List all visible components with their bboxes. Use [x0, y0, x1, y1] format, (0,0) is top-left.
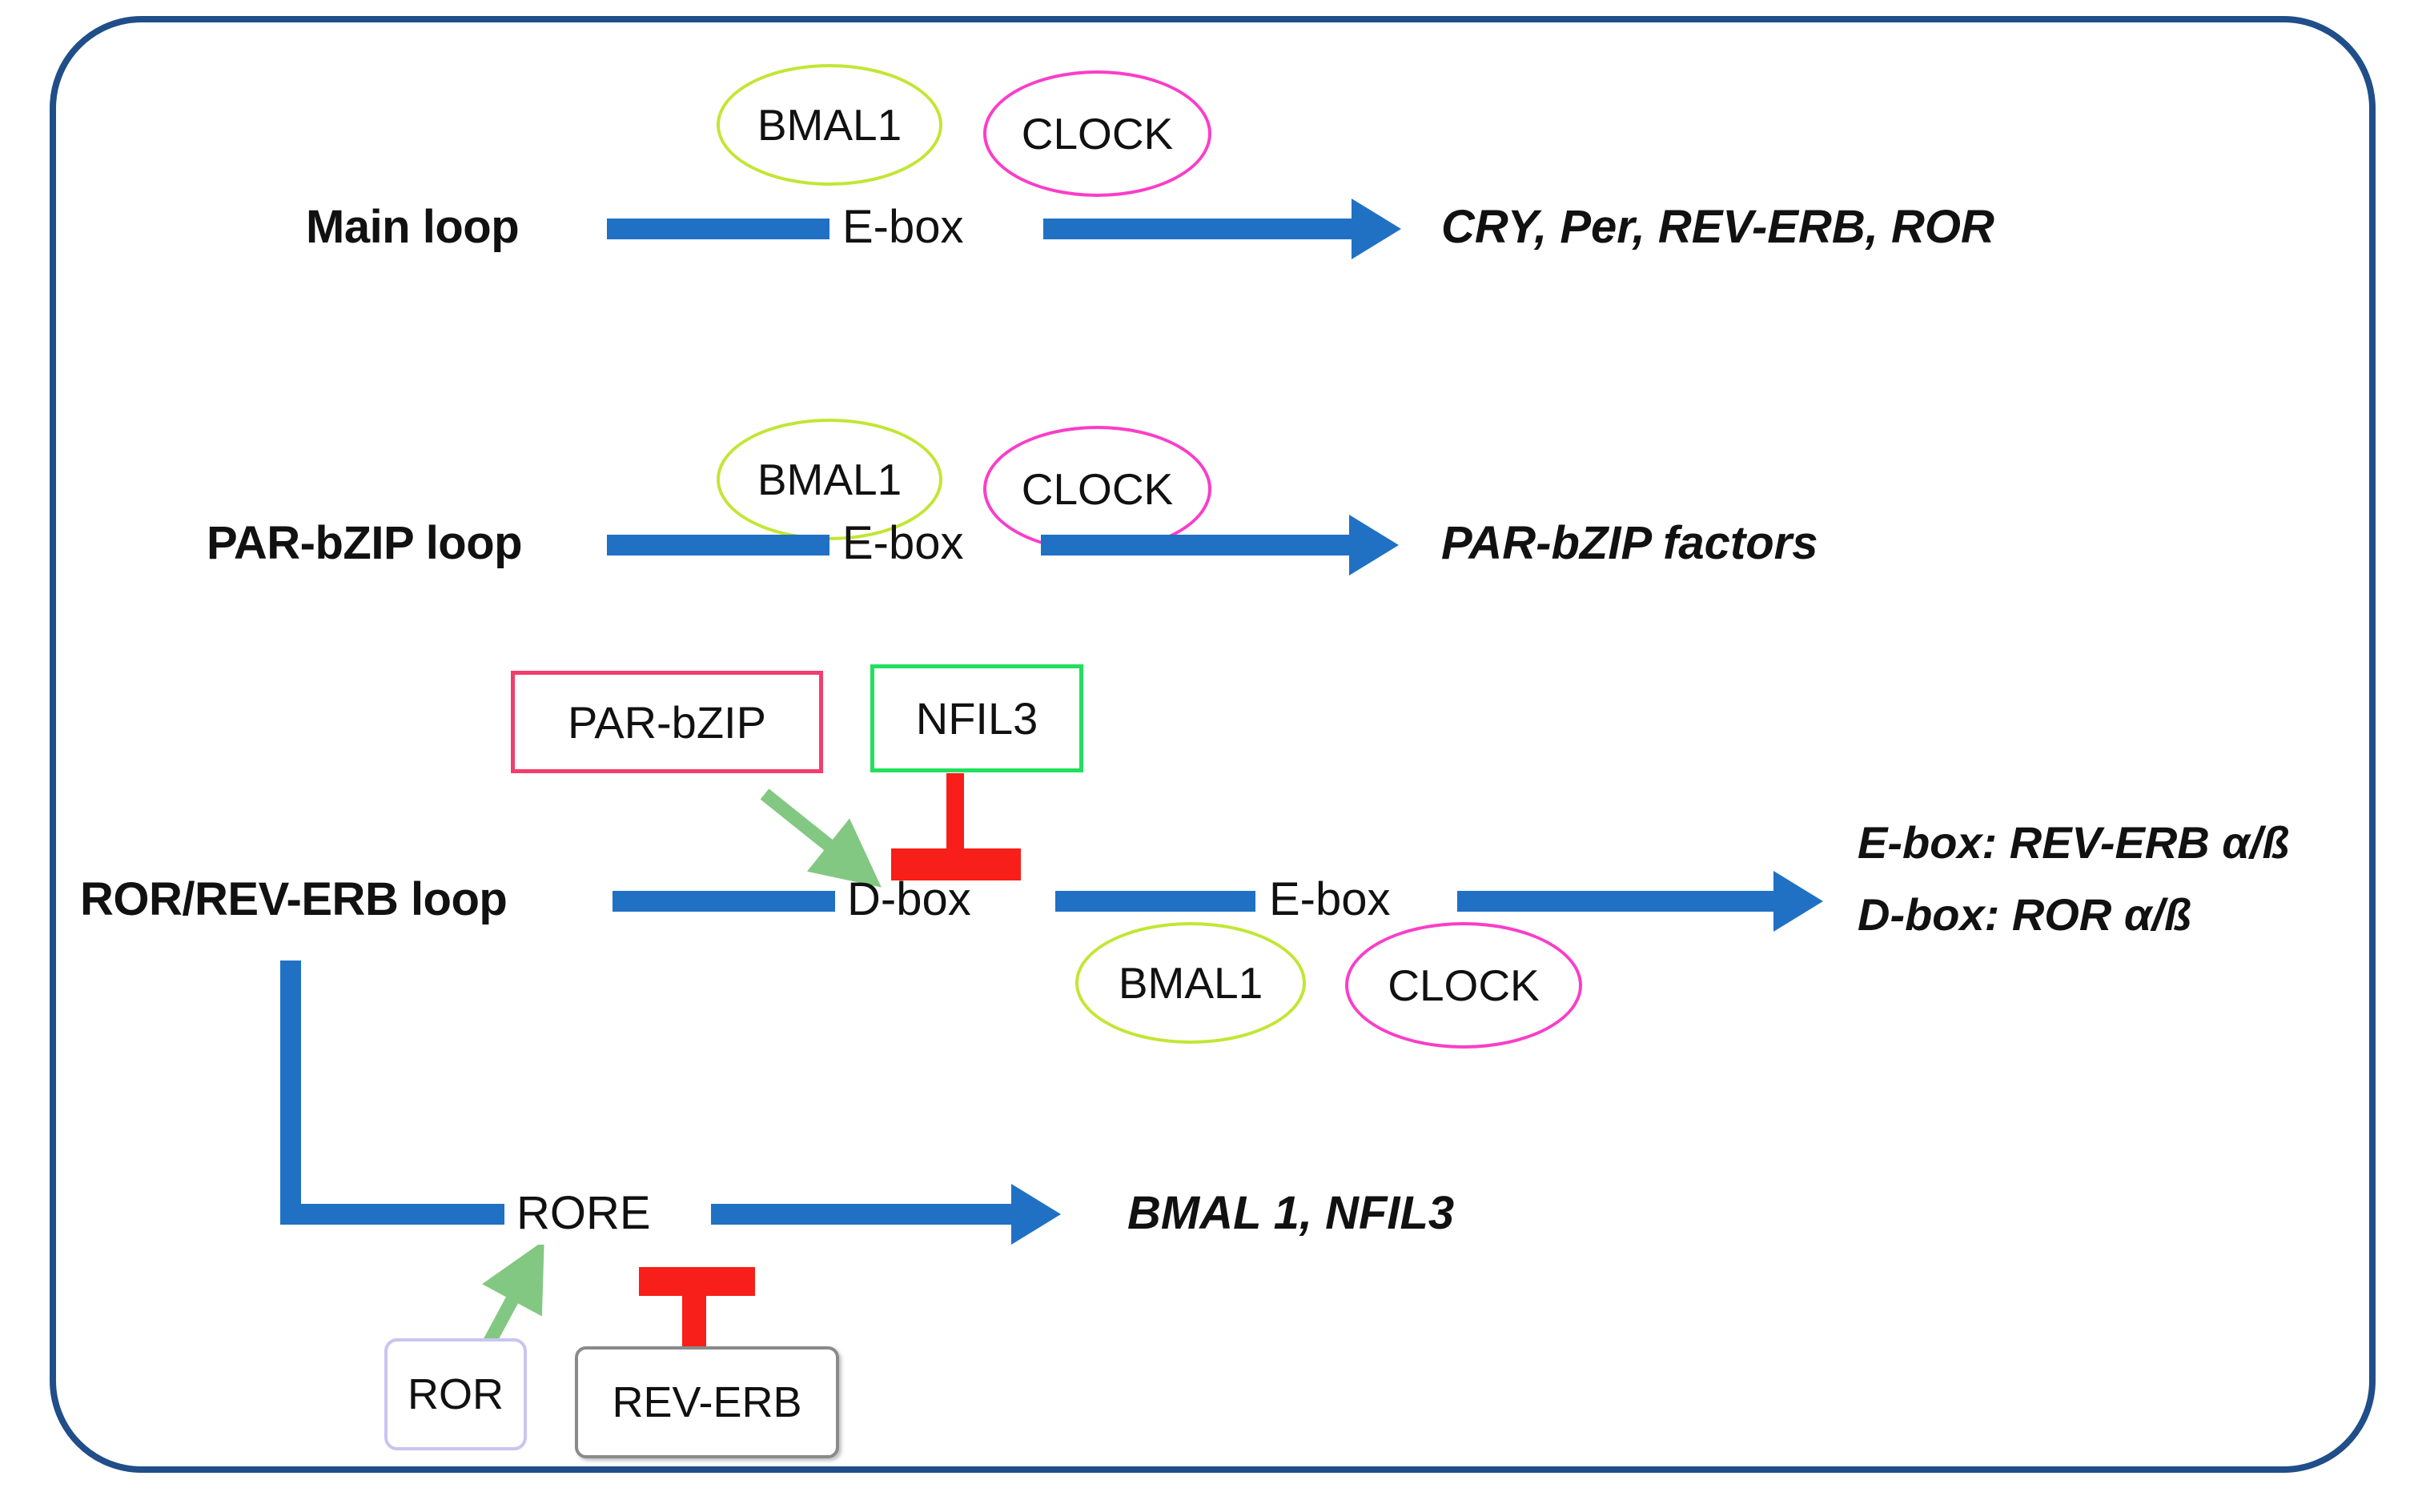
box-label-rev-erb: REV-ERB: [612, 1378, 802, 1426]
arrow-rorreverb-output-shaft: [1457, 891, 1777, 912]
label-main-ebox: E-box: [842, 201, 964, 253]
box-label-par-bzip: PAR-bZIP: [568, 696, 766, 748]
connector-main-loop-to-ebox: [607, 219, 829, 239]
ellipse-clock-main: CLOCK: [983, 70, 1211, 197]
ellipse-bmal1-main: BMAL1: [717, 64, 942, 186]
feedback-connector-vertical: [280, 961, 301, 1225]
arrow-parbzip-output-head: [1349, 515, 1399, 576]
label-parbzip-output: PAR-bZIP factors: [1441, 517, 1818, 569]
inhibition-bar-nfil3: [891, 848, 1021, 880]
box-label-nfil3: NFIL3: [915, 693, 1038, 744]
ellipse-label-bmal1: BMAL1: [1118, 958, 1263, 1008]
label-rorreverb-dbox: D-box: [847, 873, 971, 925]
ellipse-clock-parbzip: CLOCK: [983, 426, 1211, 552]
label-main-loop: Main loop: [306, 201, 520, 253]
ellipse-bmal1-rorreverb: BMAL1: [1075, 922, 1306, 1044]
arrow-parbzip-output-shaft: [1041, 535, 1353, 555]
ellipse-bmal1-parbzip: BMAL1: [717, 419, 942, 540]
box-label-ror: ROR: [408, 1370, 504, 1418]
connector-rorreverb-loop-to-dbox: [613, 891, 835, 912]
label-parbzip-ebox: E-box: [842, 517, 964, 569]
label-main-output: CRY, Per, REV-ERB, ROR: [1441, 201, 1994, 253]
label-rore: RORE: [516, 1187, 651, 1239]
ellipse-clock-rorreverb: CLOCK: [1345, 922, 1582, 1049]
box-nfil3[interactable]: NFIL3: [870, 664, 1083, 772]
box-par-bzip[interactable]: PAR-bZIP: [511, 671, 823, 773]
arrow-main-output-shaft: [1043, 219, 1356, 239]
diagram-outer-frame: [50, 16, 2376, 1473]
label-rorreverb-output-line1: E-box: REV-ERB α/ß: [1858, 817, 2290, 868]
ellipse-label-clock: CLOCK: [1021, 464, 1174, 514]
arrow-rorreverb-output-head: [1773, 871, 1823, 932]
inhibition-stem-nfil3: [946, 773, 964, 863]
ellipse-label-clock: CLOCK: [1021, 109, 1174, 158]
green-activation-arrow-parbzip-to-dbox: [760, 788, 882, 888]
arrow-main-output-head: [1352, 199, 1401, 259]
label-rorreverb-output-line2: D-box: ROR α/ß: [1858, 889, 2192, 940]
box-rev-erb[interactable]: REV-ERB: [575, 1346, 839, 1458]
ellipse-label-bmal1: BMAL1: [757, 100, 902, 150]
label-parbzip-loop: PAR-bZIP loop: [207, 517, 523, 569]
box-ror[interactable]: ROR: [384, 1338, 527, 1450]
label-rore-output: BMAL 1, NFIL3: [1127, 1187, 1455, 1239]
label-ror-reverb-loop: ROR/REV-ERB loop: [80, 873, 508, 925]
connector-parbzip-loop-to-ebox: [607, 535, 829, 555]
connector-dbox-to-ebox: [1055, 891, 1255, 912]
ellipse-label-clock: CLOCK: [1388, 961, 1540, 1010]
ellipse-label-bmal1: BMAL1: [757, 455, 902, 504]
feedback-connector-horizontal: [280, 1204, 504, 1225]
arrow-rore-output-shaft: [711, 1204, 1015, 1225]
label-rorreverb-ebox: E-box: [1269, 873, 1391, 925]
arrow-rore-output-head: [1011, 1184, 1061, 1245]
